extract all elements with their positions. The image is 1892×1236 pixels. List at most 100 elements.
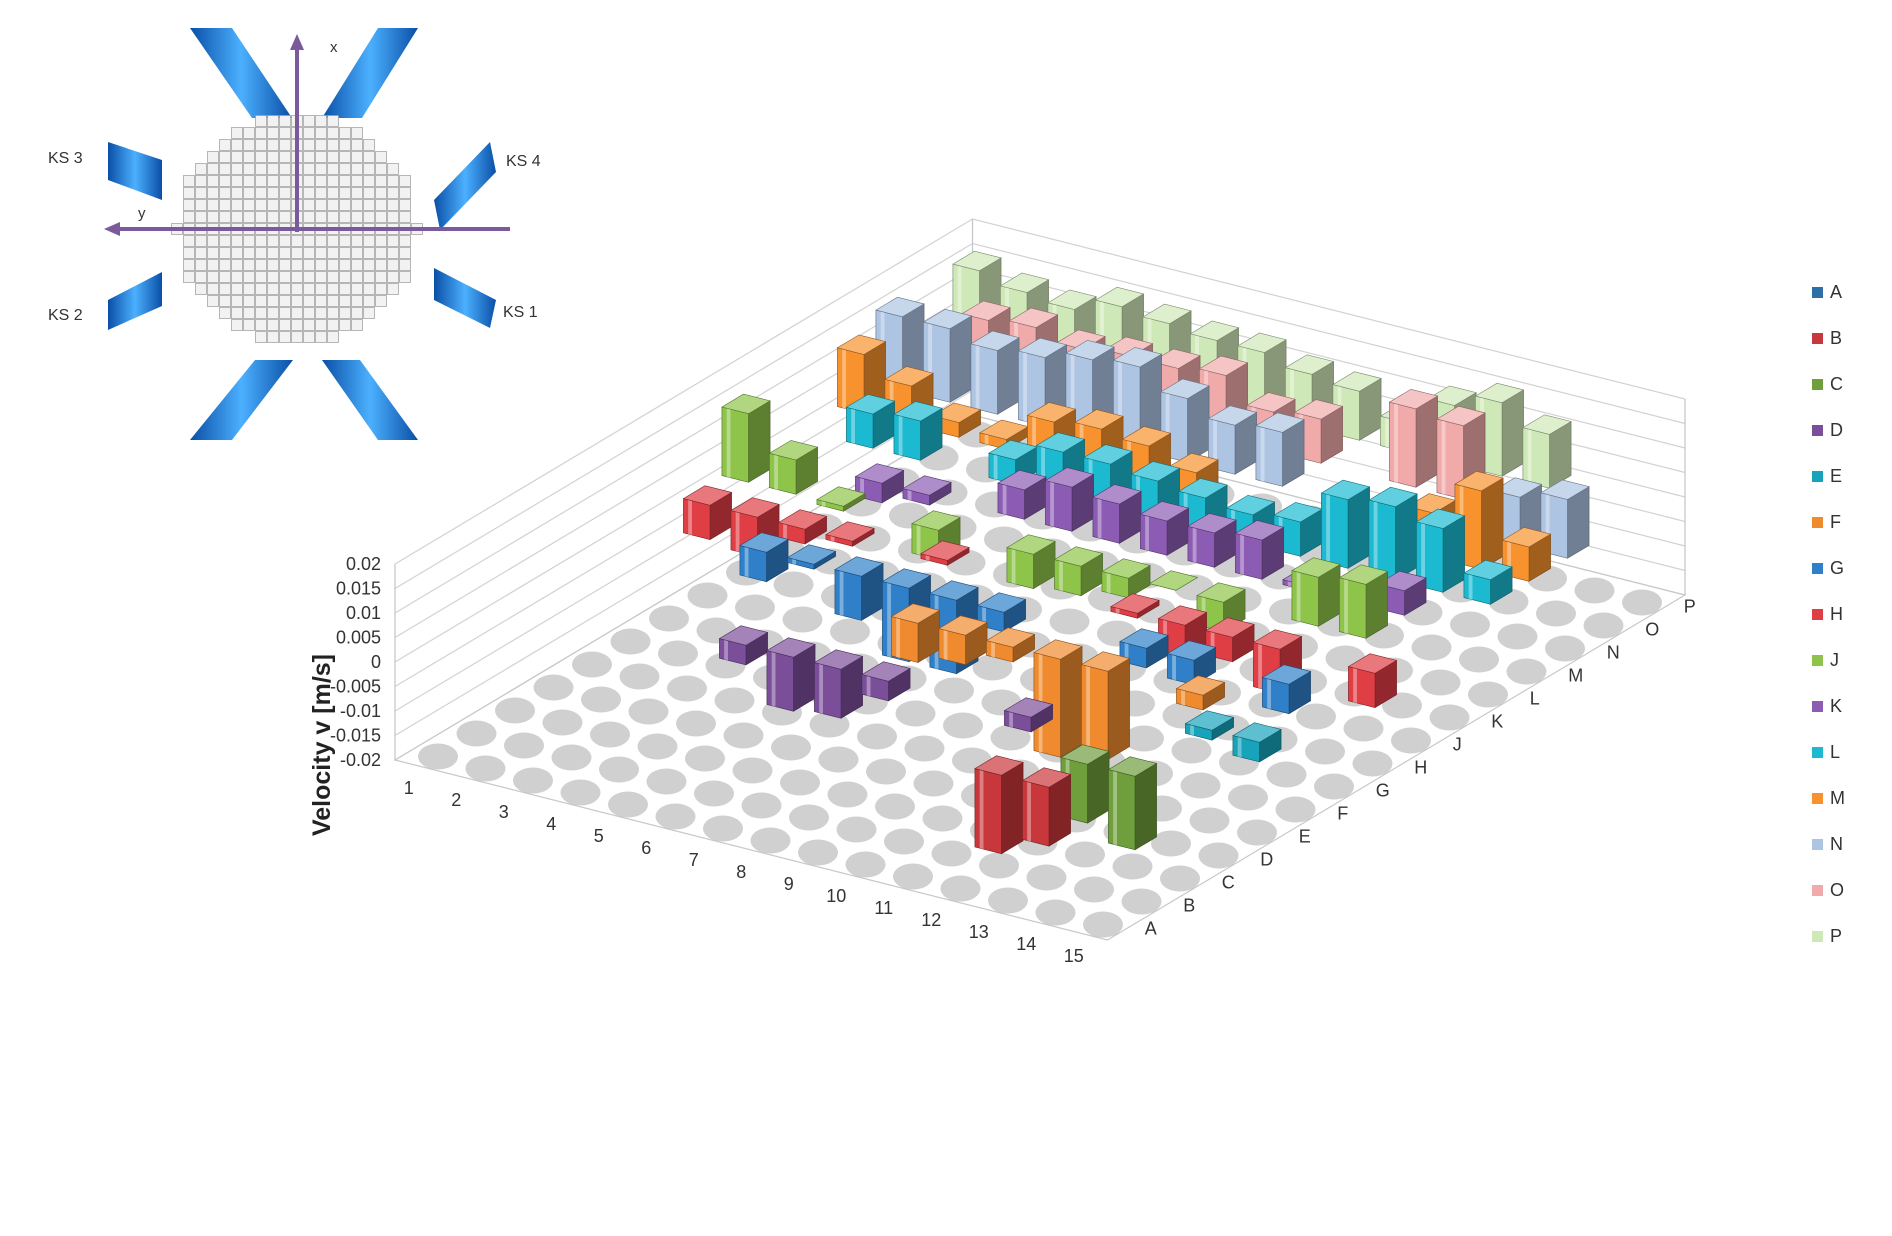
bar-H-10 [1110,593,1160,619]
beam-ks3 [108,142,162,200]
y-tick-label: -0.015 [330,726,381,746]
legend-item-H: H [1812,604,1843,624]
floor-tile [771,734,811,761]
core-cell [387,175,399,187]
floor-tile [655,803,696,830]
core-cell [303,163,315,175]
x-tick-label: 6 [641,838,651,858]
floor-tile [875,793,915,820]
core-cell [279,211,291,223]
core-cell [363,247,375,259]
y-tick-label: 0.005 [336,628,381,648]
core-cell [339,247,351,259]
core-cell [279,319,291,331]
floor-tile [1506,658,1547,685]
y-tick-label: 0.02 [346,554,381,574]
floor-tile [931,840,972,867]
core-cell [195,163,207,175]
core-cell [303,127,315,139]
core-cell [267,259,279,271]
bar-N-3 [970,330,1020,415]
legend-item-G: G [1812,558,1844,578]
core-cell [255,115,267,127]
core-cell [351,187,363,199]
ks2-label: KS 2 [48,307,83,324]
floor-tile [723,722,764,749]
core-cell [387,247,399,259]
core-cell [279,307,291,319]
core-cell [375,271,387,283]
core-cell [339,199,351,211]
legend-item-J: J [1812,650,1839,670]
core-cell [279,199,291,211]
legend-label: E [1830,466,1842,486]
beam-ks2 [108,272,162,330]
core-cell [207,259,219,271]
floor-tile [830,618,870,645]
legend-item-A: A [1812,282,1842,302]
core-cell [399,259,411,271]
core-cell [351,295,363,307]
core-cell [339,295,351,307]
floor-tile [1305,738,1345,765]
core-cell [195,175,207,187]
floor-tile [1583,612,1624,639]
core-cell [279,163,291,175]
legend-label: P [1830,926,1842,946]
core-cell [363,211,375,223]
core-cell [303,271,315,283]
legend-swatch [1812,287,1823,298]
x-tick-label: 3 [499,802,509,822]
core-cell [279,331,291,343]
core-cell [315,319,327,331]
depth-tick-label: A [1145,919,1157,939]
core-cell [183,259,195,271]
core-cell [219,211,231,223]
core-cell [351,127,363,139]
core-cell [231,283,243,295]
legend-swatch [1812,931,1823,942]
core-cell [315,151,327,163]
core-cell [351,271,363,283]
core-cell [243,247,255,259]
sensor-layout-inset: x y KS 1 KS 2 KS 3 KS 4 [48,28,541,440]
core-cell [243,139,255,151]
core-cell [327,247,339,259]
core-cell [207,235,219,247]
bar-D-7 [813,649,864,719]
legend-swatch [1812,333,1823,344]
core-cell [303,187,315,199]
ks1-label: KS 1 [503,304,538,321]
y-tick-label: -0.02 [340,750,381,770]
core-cell [327,115,339,127]
core-cell [327,295,339,307]
core-cell [279,175,291,187]
core-cell [243,235,255,247]
core-cell [315,115,327,127]
floor-tile [988,887,1028,914]
legend-label: N [1830,834,1843,854]
floor-tile [1382,692,1422,719]
floor-tile [1049,608,1090,635]
core-cell [351,211,363,223]
core-cell [363,139,375,151]
core-cell [267,283,279,295]
bar-O-11 [1388,388,1439,488]
y-tick-label: -0.005 [330,677,381,697]
core-cell [339,235,351,247]
core-cell [183,271,195,283]
core-cell [327,139,339,151]
bar-E-14 [1184,710,1235,741]
core-cell [243,187,255,199]
bar-L-12 [1320,479,1371,569]
core-cell [327,187,339,199]
core-cell [195,211,207,223]
core-cell [255,331,267,343]
core-cell [315,235,327,247]
bar-N-15 [1540,479,1590,559]
core-cell [231,163,243,175]
core-cell [279,271,291,283]
core-cell [255,199,267,211]
core-cell [327,331,339,343]
